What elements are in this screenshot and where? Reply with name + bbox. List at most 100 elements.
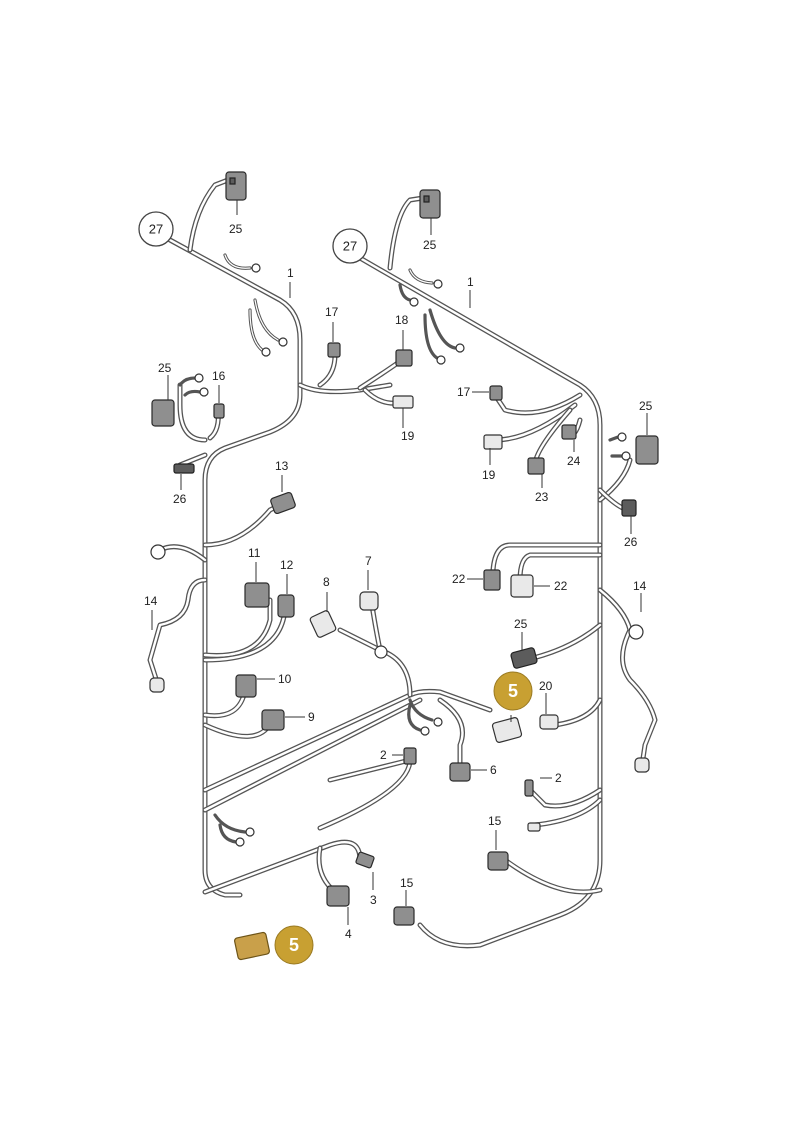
ring-terminal	[621, 451, 631, 461]
callout-27-left: 27	[138, 211, 174, 247]
pin-detail	[229, 177, 236, 185]
connector-17-right	[489, 385, 503, 401]
ring-terminal	[278, 337, 288, 347]
connector-25-left-mid	[151, 399, 175, 427]
connector-15-right	[487, 851, 509, 871]
highlight-badge-5-left[interactable]: 5	[274, 925, 314, 965]
connector-16	[213, 403, 225, 419]
connector-22-left	[483, 569, 501, 591]
ring-terminal	[261, 347, 271, 357]
ring-terminal	[455, 343, 465, 353]
connector-8	[309, 610, 337, 638]
part-label: 15	[488, 814, 502, 828]
part-label: 17	[457, 385, 471, 399]
part-label: 14	[633, 579, 647, 593]
badge-label: 5	[508, 681, 518, 701]
connector-15-bottom	[393, 906, 415, 926]
highlighted-connector-5-left	[234, 931, 270, 961]
connector-3	[355, 851, 375, 869]
connector-23	[527, 457, 545, 475]
connector-25-left-top	[225, 171, 247, 201]
connector-19-right	[483, 434, 503, 450]
connector-5-right	[491, 717, 523, 743]
ring-terminal	[245, 827, 255, 837]
part-label: 25	[229, 222, 243, 236]
grommet	[150, 544, 166, 560]
connector-18	[395, 349, 413, 367]
part-label: 14	[144, 594, 158, 608]
connector-20	[539, 714, 559, 730]
leader-lines	[151, 200, 648, 925]
part-label: 17	[325, 305, 339, 319]
part-label: 19	[401, 429, 415, 443]
connector-26-right	[621, 499, 637, 517]
ring-terminal	[436, 355, 446, 365]
sensor-15	[527, 822, 541, 832]
ring-terminal	[409, 297, 419, 307]
part-label: 16	[212, 369, 226, 383]
part-label: 12	[280, 558, 294, 572]
part-label: 22	[554, 579, 568, 593]
part-label: 25	[158, 361, 172, 375]
connector-2-left	[403, 747, 417, 765]
part-label: 24	[567, 454, 581, 468]
part-label: 3	[370, 893, 377, 907]
connector-9	[261, 709, 285, 731]
connector-2-right	[524, 779, 534, 797]
connector-19-left	[392, 395, 414, 409]
callout-27-right: 27	[332, 228, 368, 264]
ring-terminal	[251, 263, 261, 273]
connector-11	[244, 582, 270, 608]
connector-13	[270, 491, 296, 515]
connector-26-left	[173, 463, 195, 474]
part-label: 22	[452, 572, 466, 586]
callout-label: 27	[149, 222, 163, 237]
ring-terminal	[199, 387, 209, 397]
callout-label: 27	[343, 239, 357, 254]
ring-terminal	[235, 837, 245, 847]
ring-terminal	[194, 373, 204, 383]
connector-25-right-mid	[635, 435, 659, 465]
badge-label: 5	[289, 935, 299, 955]
part-label: 7	[365, 554, 372, 568]
part-labels: 25 1 17 18 19 25 16 26 13 14 11 12 8 7 1…	[144, 222, 653, 941]
part-label: 2	[555, 771, 562, 785]
part-label: 1	[287, 266, 294, 280]
connector-22-right	[510, 574, 534, 598]
pin-detail	[423, 195, 430, 203]
connector-24	[561, 424, 577, 440]
ring-terminal	[433, 717, 443, 727]
part-label: 2	[380, 748, 387, 762]
connector-4	[326, 885, 350, 907]
connector-7	[359, 591, 379, 611]
part-label: 26	[173, 492, 187, 506]
part-label: 19	[482, 468, 496, 482]
part-label: 10	[278, 672, 292, 686]
part-label: 25	[423, 238, 437, 252]
sensor-14-left	[149, 677, 165, 693]
part-label: 25	[514, 617, 528, 631]
part-label: 25	[639, 399, 653, 413]
sensor-14-right	[634, 757, 650, 773]
sensor-cables	[147, 544, 658, 768]
highlight-badge-5-right[interactable]: 5	[493, 671, 533, 711]
grommet	[374, 645, 388, 659]
connector-12	[277, 594, 295, 618]
part-label: 15	[400, 876, 414, 890]
ring-terminal	[433, 279, 443, 289]
connector-6	[449, 762, 471, 782]
part-label: 20	[539, 679, 553, 693]
connector-25-right-top	[419, 189, 441, 219]
part-label: 8	[323, 575, 330, 589]
part-label: 4	[345, 927, 352, 941]
part-label: 18	[395, 313, 409, 327]
grommet	[628, 624, 644, 640]
part-label: 1	[467, 275, 474, 289]
part-label: 11	[248, 546, 261, 560]
part-label: 26	[624, 535, 638, 549]
ground-wires	[178, 253, 631, 847]
connector-17-left	[327, 342, 341, 358]
connector-10	[235, 674, 257, 698]
ring-terminal	[617, 432, 627, 442]
part-label: 23	[535, 490, 549, 504]
